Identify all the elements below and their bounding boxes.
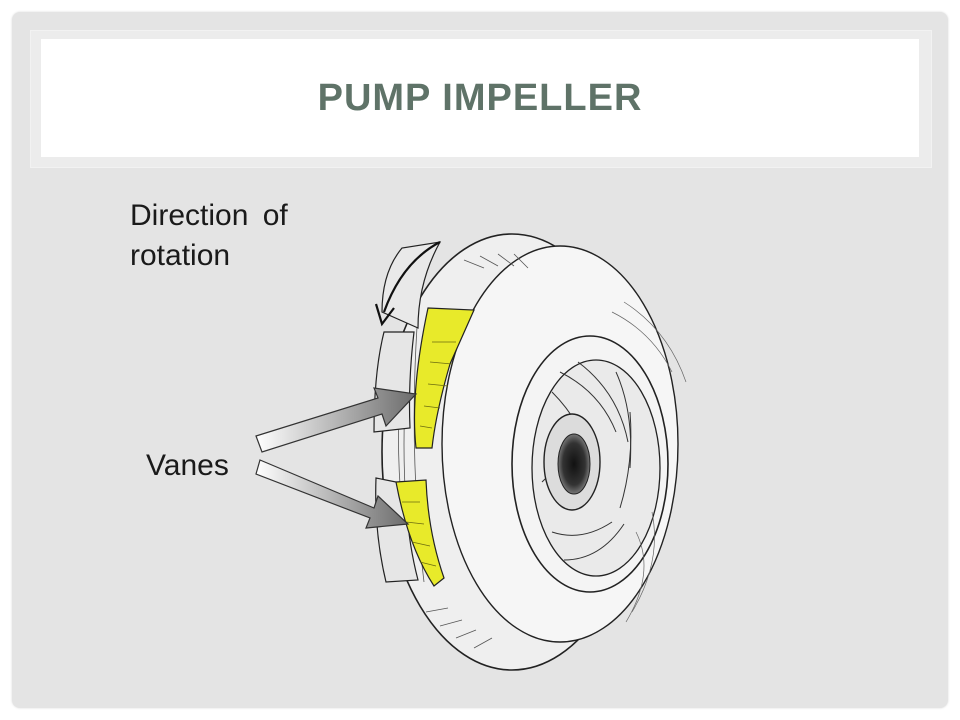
title-band: PUMP IMPELLER (30, 30, 932, 168)
vanes-label: Vanes (146, 449, 229, 482)
impeller-diagram (255, 233, 687, 671)
pointer-arrow-upper (255, 387, 418, 453)
slide: PUMP IMPELLER (12, 12, 948, 708)
curved-arrow-icon (374, 241, 441, 327)
title-box: PUMP IMPELLER (41, 39, 919, 157)
rotation-label: Direction of rotation (130, 199, 288, 272)
pointer-arrow-lower (255, 459, 410, 529)
vane-upper (413, 307, 475, 449)
impeller-illustration (373, 233, 687, 671)
vanes-highlight (395, 307, 475, 587)
block-arrow-icon (255, 387, 418, 529)
slide-title: PUMP IMPELLER (317, 76, 643, 119)
